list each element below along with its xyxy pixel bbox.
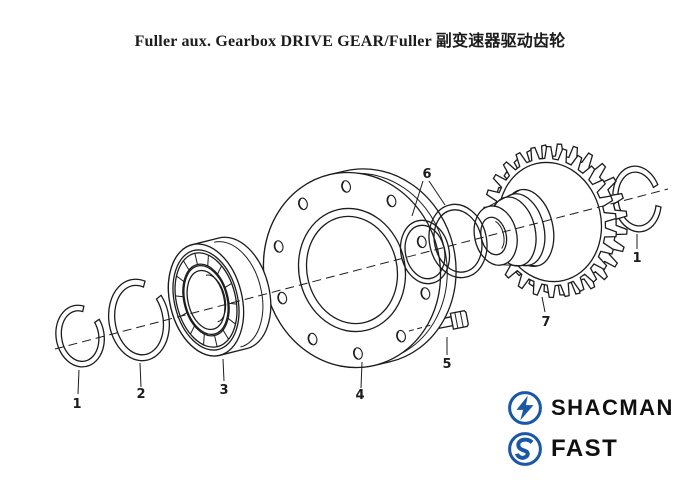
bearing-drawing (167, 236, 272, 357)
fast-logo: FAST (506, 430, 674, 468)
fast-swirl-icon (508, 432, 542, 466)
callout-labels: 1 2 3 4 5 6 7 1 (72, 167, 641, 412)
callout-leader-lines (77, 180, 638, 395)
shacman-bolt-icon (508, 391, 542, 425)
callout-circlip-right: 1 (632, 251, 641, 266)
shacman-wordmark: SHACMAN (551, 395, 674, 420)
bearing-cover-drawing (262, 168, 457, 369)
center-axis-line (54, 188, 669, 350)
callout-circlip-left: 1 (72, 397, 81, 412)
fast-wordmark: FAST (551, 435, 619, 462)
callout-snap-ring: 2 (136, 387, 145, 402)
callout-seal-rings: 6 (422, 167, 431, 182)
callout-bearing-cover: 4 (355, 388, 364, 403)
circlip-left-drawing (55, 304, 105, 368)
snap-ring-drawing (107, 278, 171, 362)
callout-bolt: 5 (442, 357, 451, 372)
brand-logos: SHACMAN FAST (506, 389, 674, 468)
page-title: Fuller aux. Gearbox DRIVE GEAR/Fuller 副变… (134, 33, 566, 50)
callout-drive-gear: 7 (541, 315, 550, 330)
circlip-right-drawing (612, 165, 662, 233)
shacman-logo: SHACMAN (506, 389, 674, 427)
callout-bearing: 3 (219, 383, 228, 398)
drive-gear-drawing (473, 143, 628, 299)
